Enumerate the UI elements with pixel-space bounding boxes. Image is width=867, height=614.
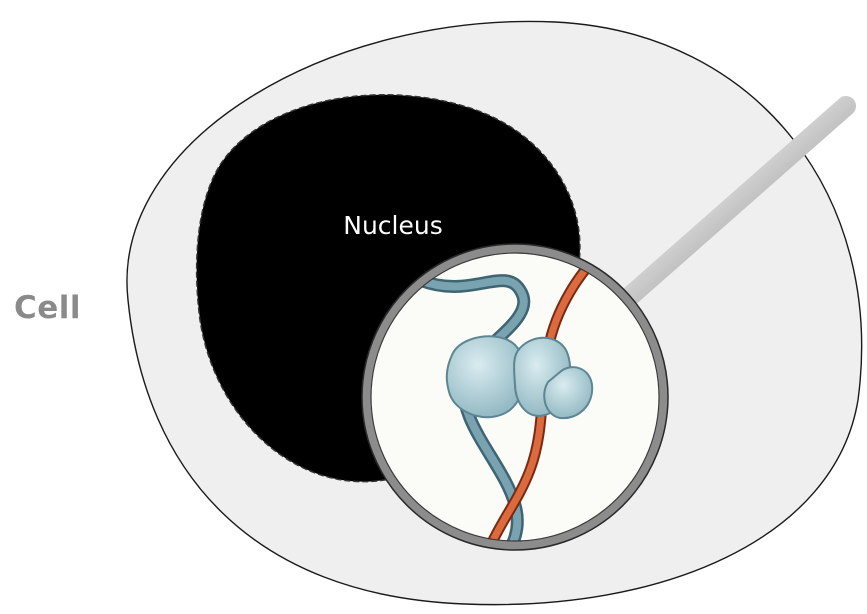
cell-label: Cell <box>14 290 81 326</box>
protein-blob-left <box>447 336 525 417</box>
nucleus-label: Nucleus <box>343 211 443 240</box>
